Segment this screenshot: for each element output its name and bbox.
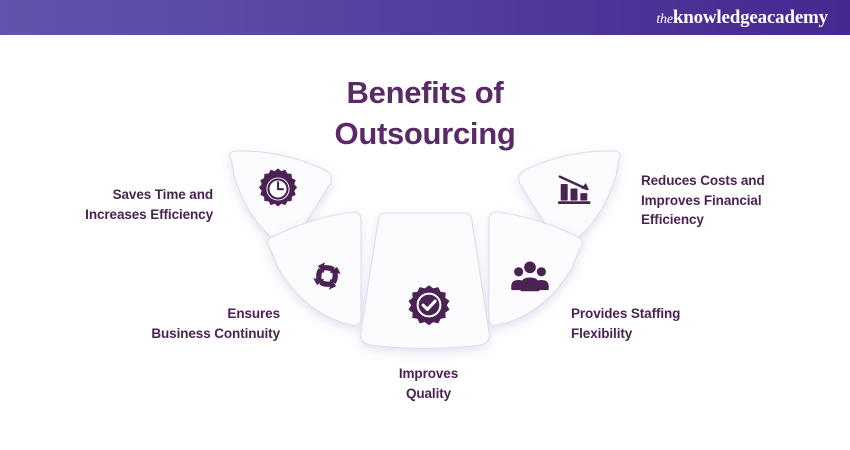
caption-business-continuity: Ensures Business Continuity — [151, 306, 280, 341]
declining-bar-chart-icon — [552, 167, 596, 211]
caption-improves-quality: Improves Quality — [398, 366, 459, 401]
page-title: Benefits of Outsourcing — [0, 72, 850, 154]
people-group-icon — [508, 254, 552, 298]
header-bar: theknowledgeacademy — [0, 0, 850, 35]
gear-clock-icon — [256, 167, 300, 211]
petal-staffing-flexibility[interactable] — [488, 211, 584, 326]
petal-reduces-costs[interactable] — [518, 150, 621, 249]
page-title-line-1: Benefits of — [346, 75, 504, 110]
caption-reduces-costs: Reduces Costs and Improves Financial Eff… — [641, 173, 765, 228]
brand-name: knowledgeacademy — [672, 7, 828, 28]
brand-prefix: the — [656, 12, 673, 27]
brand-logo: theknowledgeacademy — [656, 8, 828, 27]
quality-badge-check-icon — [407, 283, 451, 327]
petal-business-continuity[interactable] — [266, 211, 362, 326]
cycle-arrows-icon — [305, 254, 349, 298]
caption-staffing-flexibility: Provides Staffing Flexibility — [571, 306, 681, 341]
caption-saves-time: Saves Time and Increases Efficiency — [85, 187, 213, 222]
page-title-line-2: Outsourcing — [334, 116, 516, 152]
petal-improves-quality[interactable] — [360, 212, 490, 350]
